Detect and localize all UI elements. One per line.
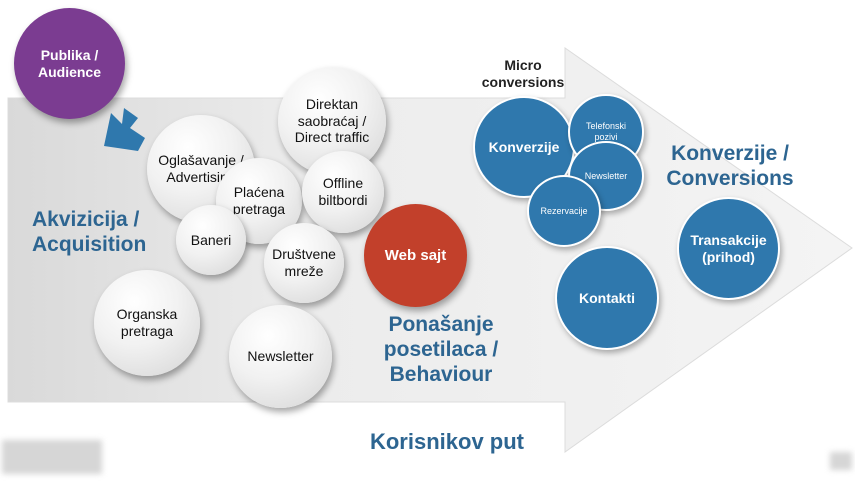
reservations-circle: Rezervacije <box>527 175 601 247</box>
blurred-watermark-left <box>2 440 102 474</box>
blurred-watermark-right <box>830 452 852 470</box>
contacts-circle: Kontakti <box>555 246 659 350</box>
acquisition-label: Akvizicija / Acquisition <box>32 208 147 257</box>
pointer-arrow-icon <box>104 108 145 151</box>
website-circle: Web sajt <box>364 204 467 307</box>
organic-search-circle: Organska pretraga <box>94 270 200 376</box>
audience-circle: Publika / Audience <box>14 8 125 119</box>
behaviour-label: Ponašanje posetilaca / Behaviour <box>383 313 499 387</box>
audience-label: Publika / Audience <box>37 46 101 80</box>
transactions-circle: Transakcije (prihod) <box>677 197 780 300</box>
conversions-label: Konverzije / Conversions <box>666 142 794 191</box>
conversions-circle: Konverzije <box>473 96 575 198</box>
offline-billboards-circle: Offline biltbordi <box>302 151 384 233</box>
social-networks-circle: Društvene mreže <box>264 223 344 303</box>
journey-title: Korisnikov put <box>369 429 524 454</box>
micro-conversions-label: Micro conversions <box>481 57 565 90</box>
banners-circle: Baneri <box>176 205 246 275</box>
newsletter-circle: Newsletter <box>229 305 332 408</box>
